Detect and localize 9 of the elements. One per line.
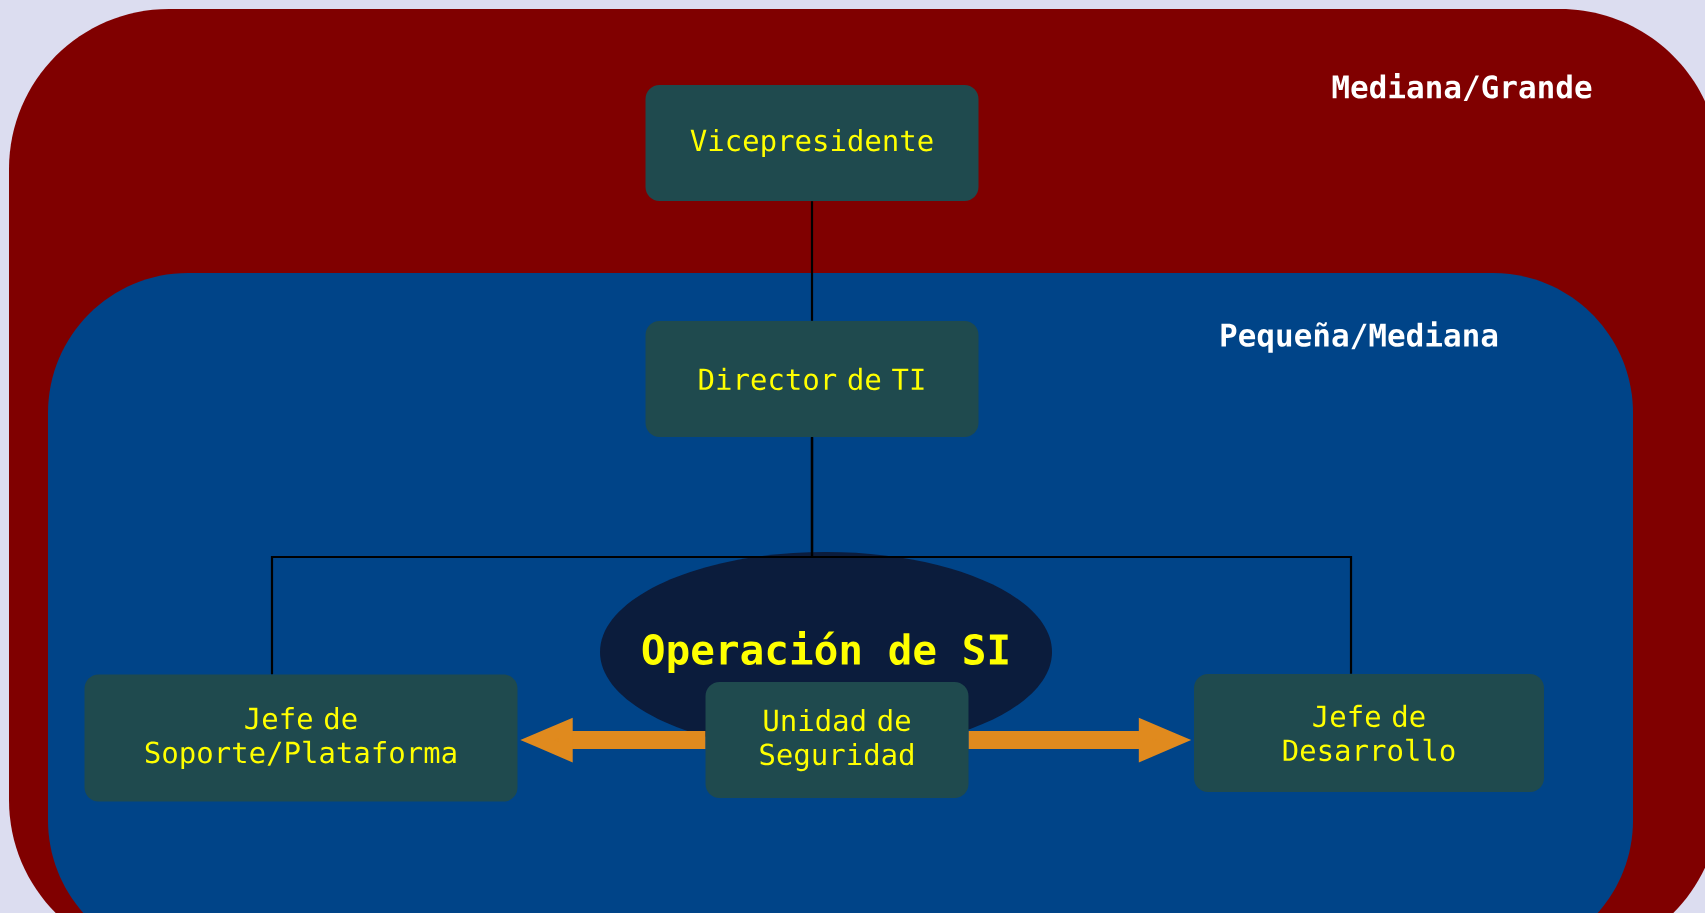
band-heading: Pequeña/Mediana — [1221, 321, 1498, 353]
role-box: Vicepresidente — [645, 85, 979, 201]
band-heading: Mediana/Grande — [1332, 72, 1592, 102]
connector-line — [810, 437, 1353, 674]
role-box: Jefe de Soporte/Plataforma — [84, 674, 518, 802]
connector-line — [810, 201, 814, 321]
role-box: Jefe de Desarrollo — [1194, 674, 1544, 792]
role-box: Director de TI — [645, 321, 979, 437]
role-box: Unidad de Seguridad — [705, 682, 969, 798]
